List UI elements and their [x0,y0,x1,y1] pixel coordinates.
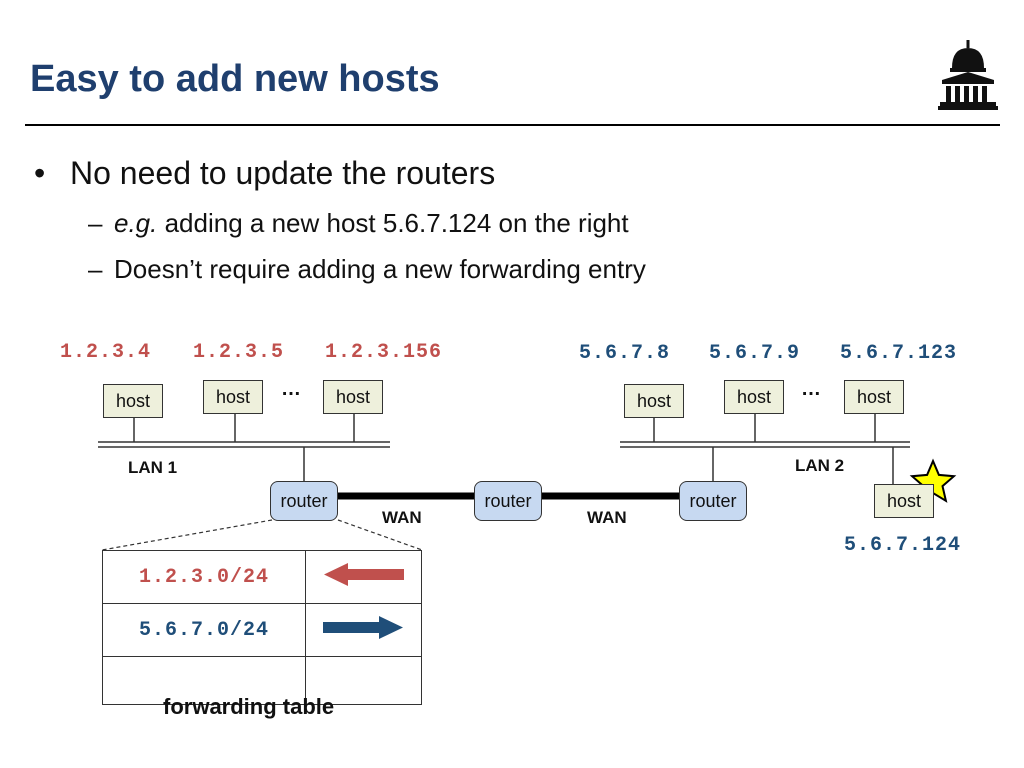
wan-label-1: WAN [382,508,422,527]
forwarding-table: 1.2.3.0/24 5.6.7.0/24 [102,550,422,705]
wan-label-2: WAN [587,508,627,527]
lan1-ip-1: 1.2.3.4 [60,341,152,364]
lan2-ip-1: 5.6.7.8 [579,342,671,365]
lan1-host-2: host [203,380,263,414]
sub-bullet-1-text: adding a new host 5.6.7.124 on the right [157,208,629,238]
direction-cell [305,656,422,705]
lan2-ellipsis: … [801,378,821,400]
lan2-host-1: host [624,384,684,418]
table-row [102,656,422,705]
lan1-ip-3: 1.2.3.156 [325,341,443,364]
bullet-main-text: No need to update the routers [70,155,496,191]
forwarding-table-caption: forwarding table [163,694,335,719]
zoom-line [101,519,273,551]
zoom-line [337,519,423,551]
lan2-label: LAN 2 [795,456,845,475]
router-lan1: router [270,481,338,521]
lan2-host-3: host [844,380,904,414]
prefix-cell: 5.6.7.0/24 [102,603,306,657]
lan2-host-2: host [724,380,784,414]
lan1-host-3: host [323,380,383,414]
sub-bullet-2: –Doesn’t require adding a new forwarding… [88,254,646,285]
sub-bullet-2-text: Doesn’t require adding a new forwarding … [114,254,646,284]
sub-bullet-1-emph: e.g. [114,208,158,238]
prefix-cell: 1.2.3.0/24 [102,550,306,604]
new-host-ip: 5.6.7.124 [844,534,962,557]
lan1-ellipsis: … [281,378,301,400]
lan2-ip-3: 5.6.7.123 [840,342,958,365]
title-divider [25,124,1000,126]
router-lan2: router [679,481,747,521]
arrow-left-icon [324,563,404,586]
direction-cell [305,603,422,657]
arrow-right-icon [323,616,403,639]
prefix-cell [102,656,306,705]
slide-title: Easy to add new hosts [30,58,440,100]
lan1-label: LAN 1 [128,458,178,477]
sub-bullet-1: –e.g. adding a new host 5.6.7.124 on the… [88,208,629,239]
new-host: host [874,484,934,518]
sub-bullet-marker: – [88,254,103,284]
table-row: 1.2.3.0/24 [102,550,422,604]
lan2-ip-2: 5.6.7.9 [709,342,801,365]
bullet-marker: • [34,155,46,191]
lan1-ip-2: 1.2.3.5 [193,341,285,364]
lan1-host-1: host [103,384,163,418]
table-row: 5.6.7.0/24 [102,603,422,657]
capitol-building-icon [938,40,998,110]
router-wan: router [474,481,542,521]
direction-cell [305,550,422,604]
sub-bullet-marker: – [88,208,103,238]
